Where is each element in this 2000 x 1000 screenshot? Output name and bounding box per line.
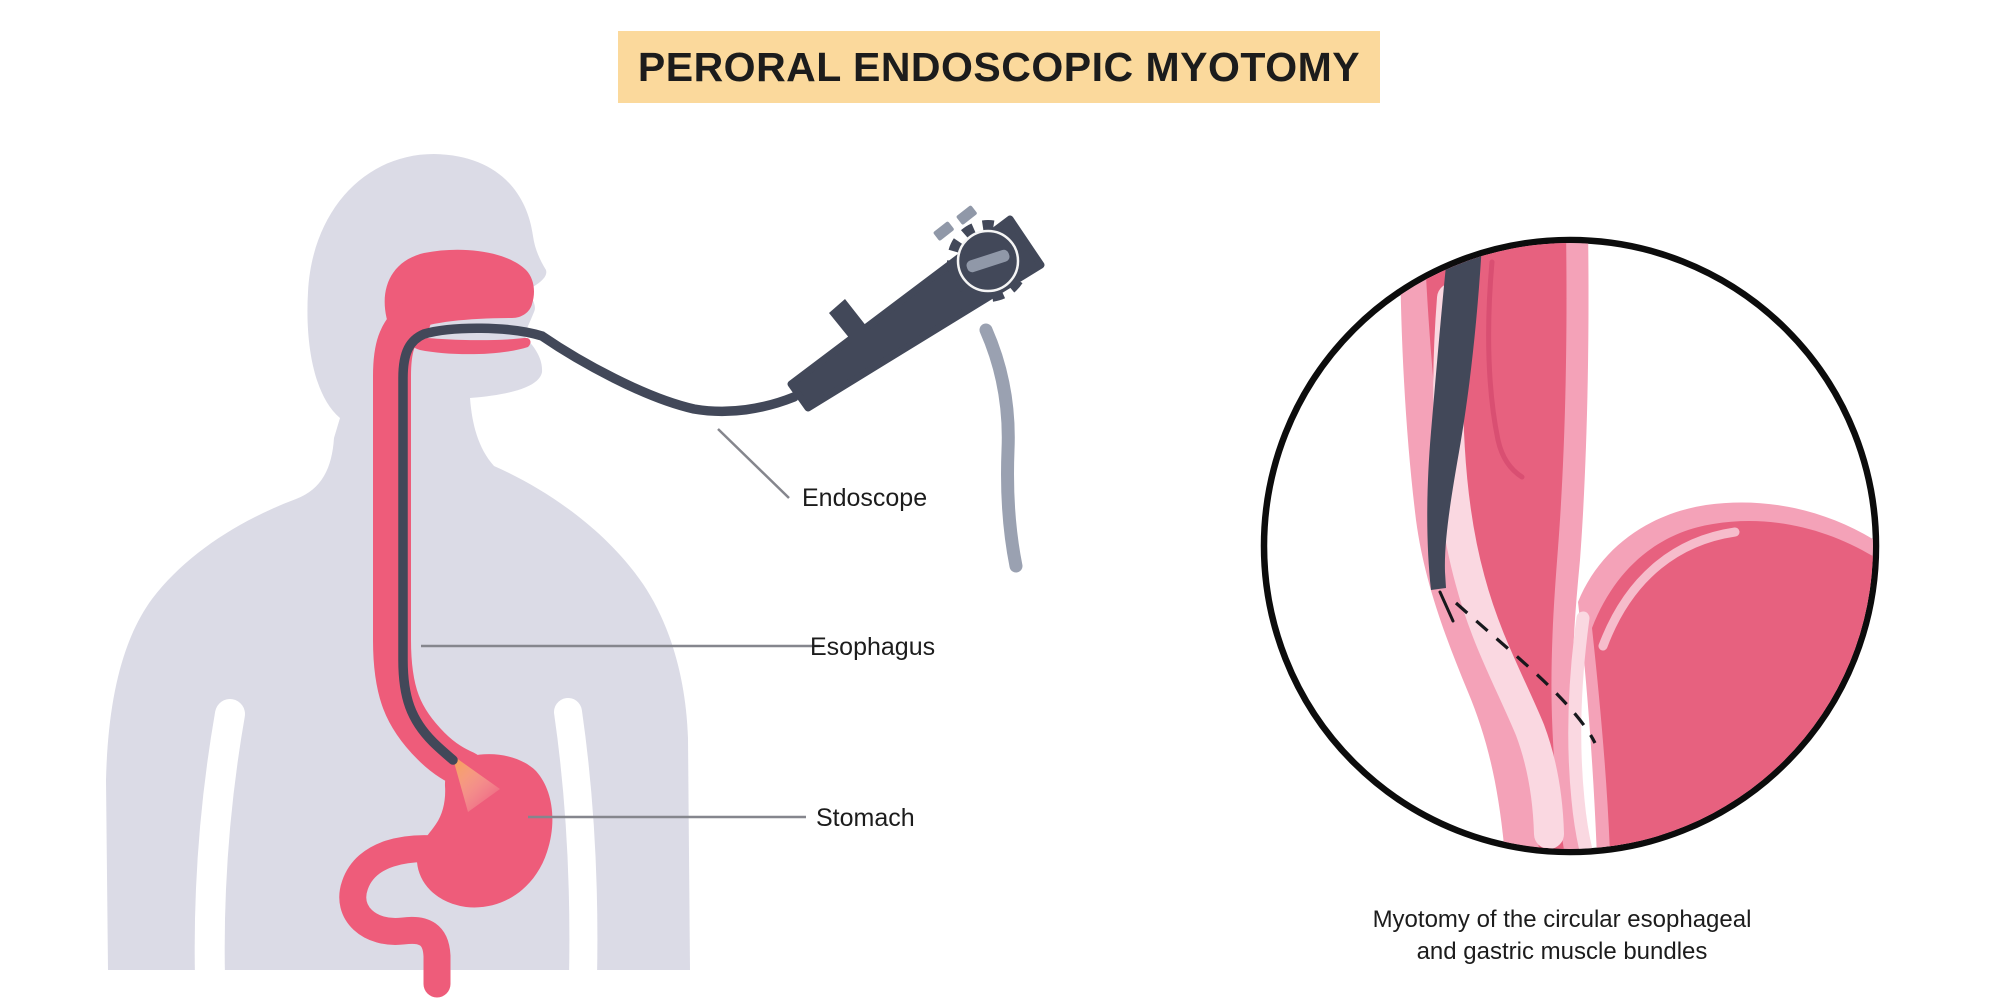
title-banner: PERORAL ENDOSCOPIC MYOTOMY — [618, 31, 1380, 103]
right-arm-gap — [554, 698, 598, 992]
inset-caption-line1: Myotomy of the circular esophageal — [1373, 906, 1752, 933]
endoscope-device — [787, 205, 1045, 573]
inset-stomach-muscle — [1592, 521, 1873, 849]
tongue-shape — [407, 336, 531, 355]
inset-wall-separation — [1568, 611, 1597, 849]
control-wheel-grip — [966, 249, 1010, 273]
myotomy-dashed-line — [1454, 601, 1597, 744]
annotations: Endoscope Esophagus Stomach — [421, 428, 935, 832]
duodenum-shape — [339, 835, 460, 998]
inset-caption-line2: and gastric muscle bundles — [1417, 938, 1708, 965]
control-wheel-teeth — [947, 220, 1029, 302]
endoscope-biopsy-port — [829, 299, 878, 355]
inset-knife-tip — [1438, 590, 1455, 623]
inset-magnified-view: Myotomy of the circular esophageal and g… — [1260, 236, 1880, 965]
page-title: PERORAL ENDOSCOPIC MYOTOMY — [638, 44, 1360, 90]
inset-stomach-highlight — [1598, 527, 1740, 651]
inset-mucosal-flap-edge — [1486, 259, 1525, 480]
scope-light-cone — [452, 755, 500, 812]
endoscope-umbilical-cable — [979, 323, 1023, 573]
inset-contents — [1400, 243, 1873, 849]
endoscope-label: Endoscope — [802, 484, 927, 512]
stomach-shape — [416, 754, 553, 908]
esophagus-label: Esophagus — [810, 633, 935, 661]
endoscope-valve-button-2 — [956, 205, 977, 225]
endoscope-leader-line — [717, 428, 790, 499]
inset-endoscope — [1427, 243, 1483, 590]
stomach-label: Stomach — [816, 804, 915, 832]
endoscope-insertion-tube — [398, 323, 799, 765]
body-figure — [106, 154, 799, 998]
left-arm-gap — [194, 699, 245, 993]
endoscope-valve-button — [933, 221, 954, 241]
title-banner-background — [618, 31, 1380, 103]
